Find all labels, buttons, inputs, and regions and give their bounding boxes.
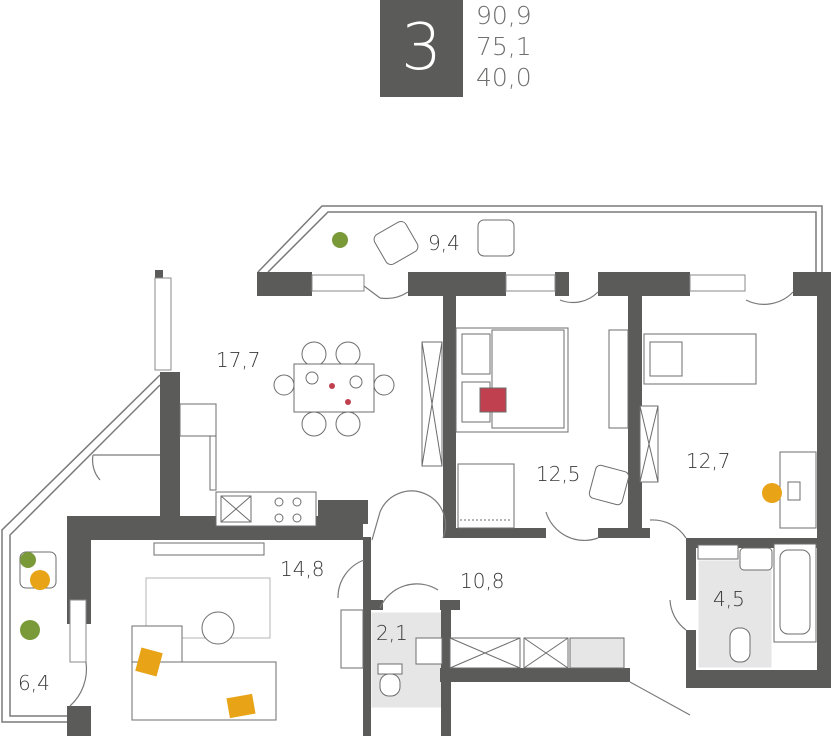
bedroom-1-area: 12,5: [536, 462, 581, 486]
loggia-area: 6,4: [18, 671, 50, 695]
area-summary: 90,9 75,1 40,0: [476, 0, 532, 93]
kitchen-unit: [179, 403, 317, 527]
windows: [69, 274, 746, 663]
living-area: 75,1: [476, 32, 532, 61]
plant-icon: [20, 232, 348, 640]
tv-stand: [153, 542, 265, 556]
total-area: 90,9: [476, 1, 532, 30]
living-area-label: 14,8: [280, 557, 325, 581]
desk: [762, 451, 817, 529]
doors: [69, 285, 794, 716]
double-bed: [455, 327, 569, 433]
room-count: 3: [401, 11, 442, 85]
single-bed: [643, 333, 757, 385]
terrace: [257, 205, 823, 275]
closet: [457, 463, 515, 529]
wardrobe-3: [639, 405, 659, 483]
wardrobe-2: [608, 329, 629, 429]
toilet-icon: [377, 627, 751, 697]
sink-icon: [415, 637, 443, 665]
hall-area: 10,8: [460, 569, 505, 593]
loggia: [1, 374, 161, 723]
armchair-icon: [588, 464, 630, 506]
toilet-area: 2,1: [376, 621, 408, 645]
wardrobe: [421, 341, 443, 467]
bathroom-area: 4,5: [713, 587, 745, 611]
room-area: 40,0: [476, 63, 532, 92]
sofa-icon: [131, 625, 277, 721]
bathtub-icon: [697, 543, 817, 643]
rug: [145, 577, 271, 645]
loggia-table: [20, 552, 50, 590]
terrace-area: 9,4: [428, 231, 460, 255]
hall-storage: [340, 609, 625, 669]
bedroom-2-area: 12,7: [686, 449, 731, 473]
dining-table: [273, 341, 395, 437]
room-count-badge: 3: [380, 0, 463, 97]
kitchen-area: 17,7: [216, 348, 261, 372]
